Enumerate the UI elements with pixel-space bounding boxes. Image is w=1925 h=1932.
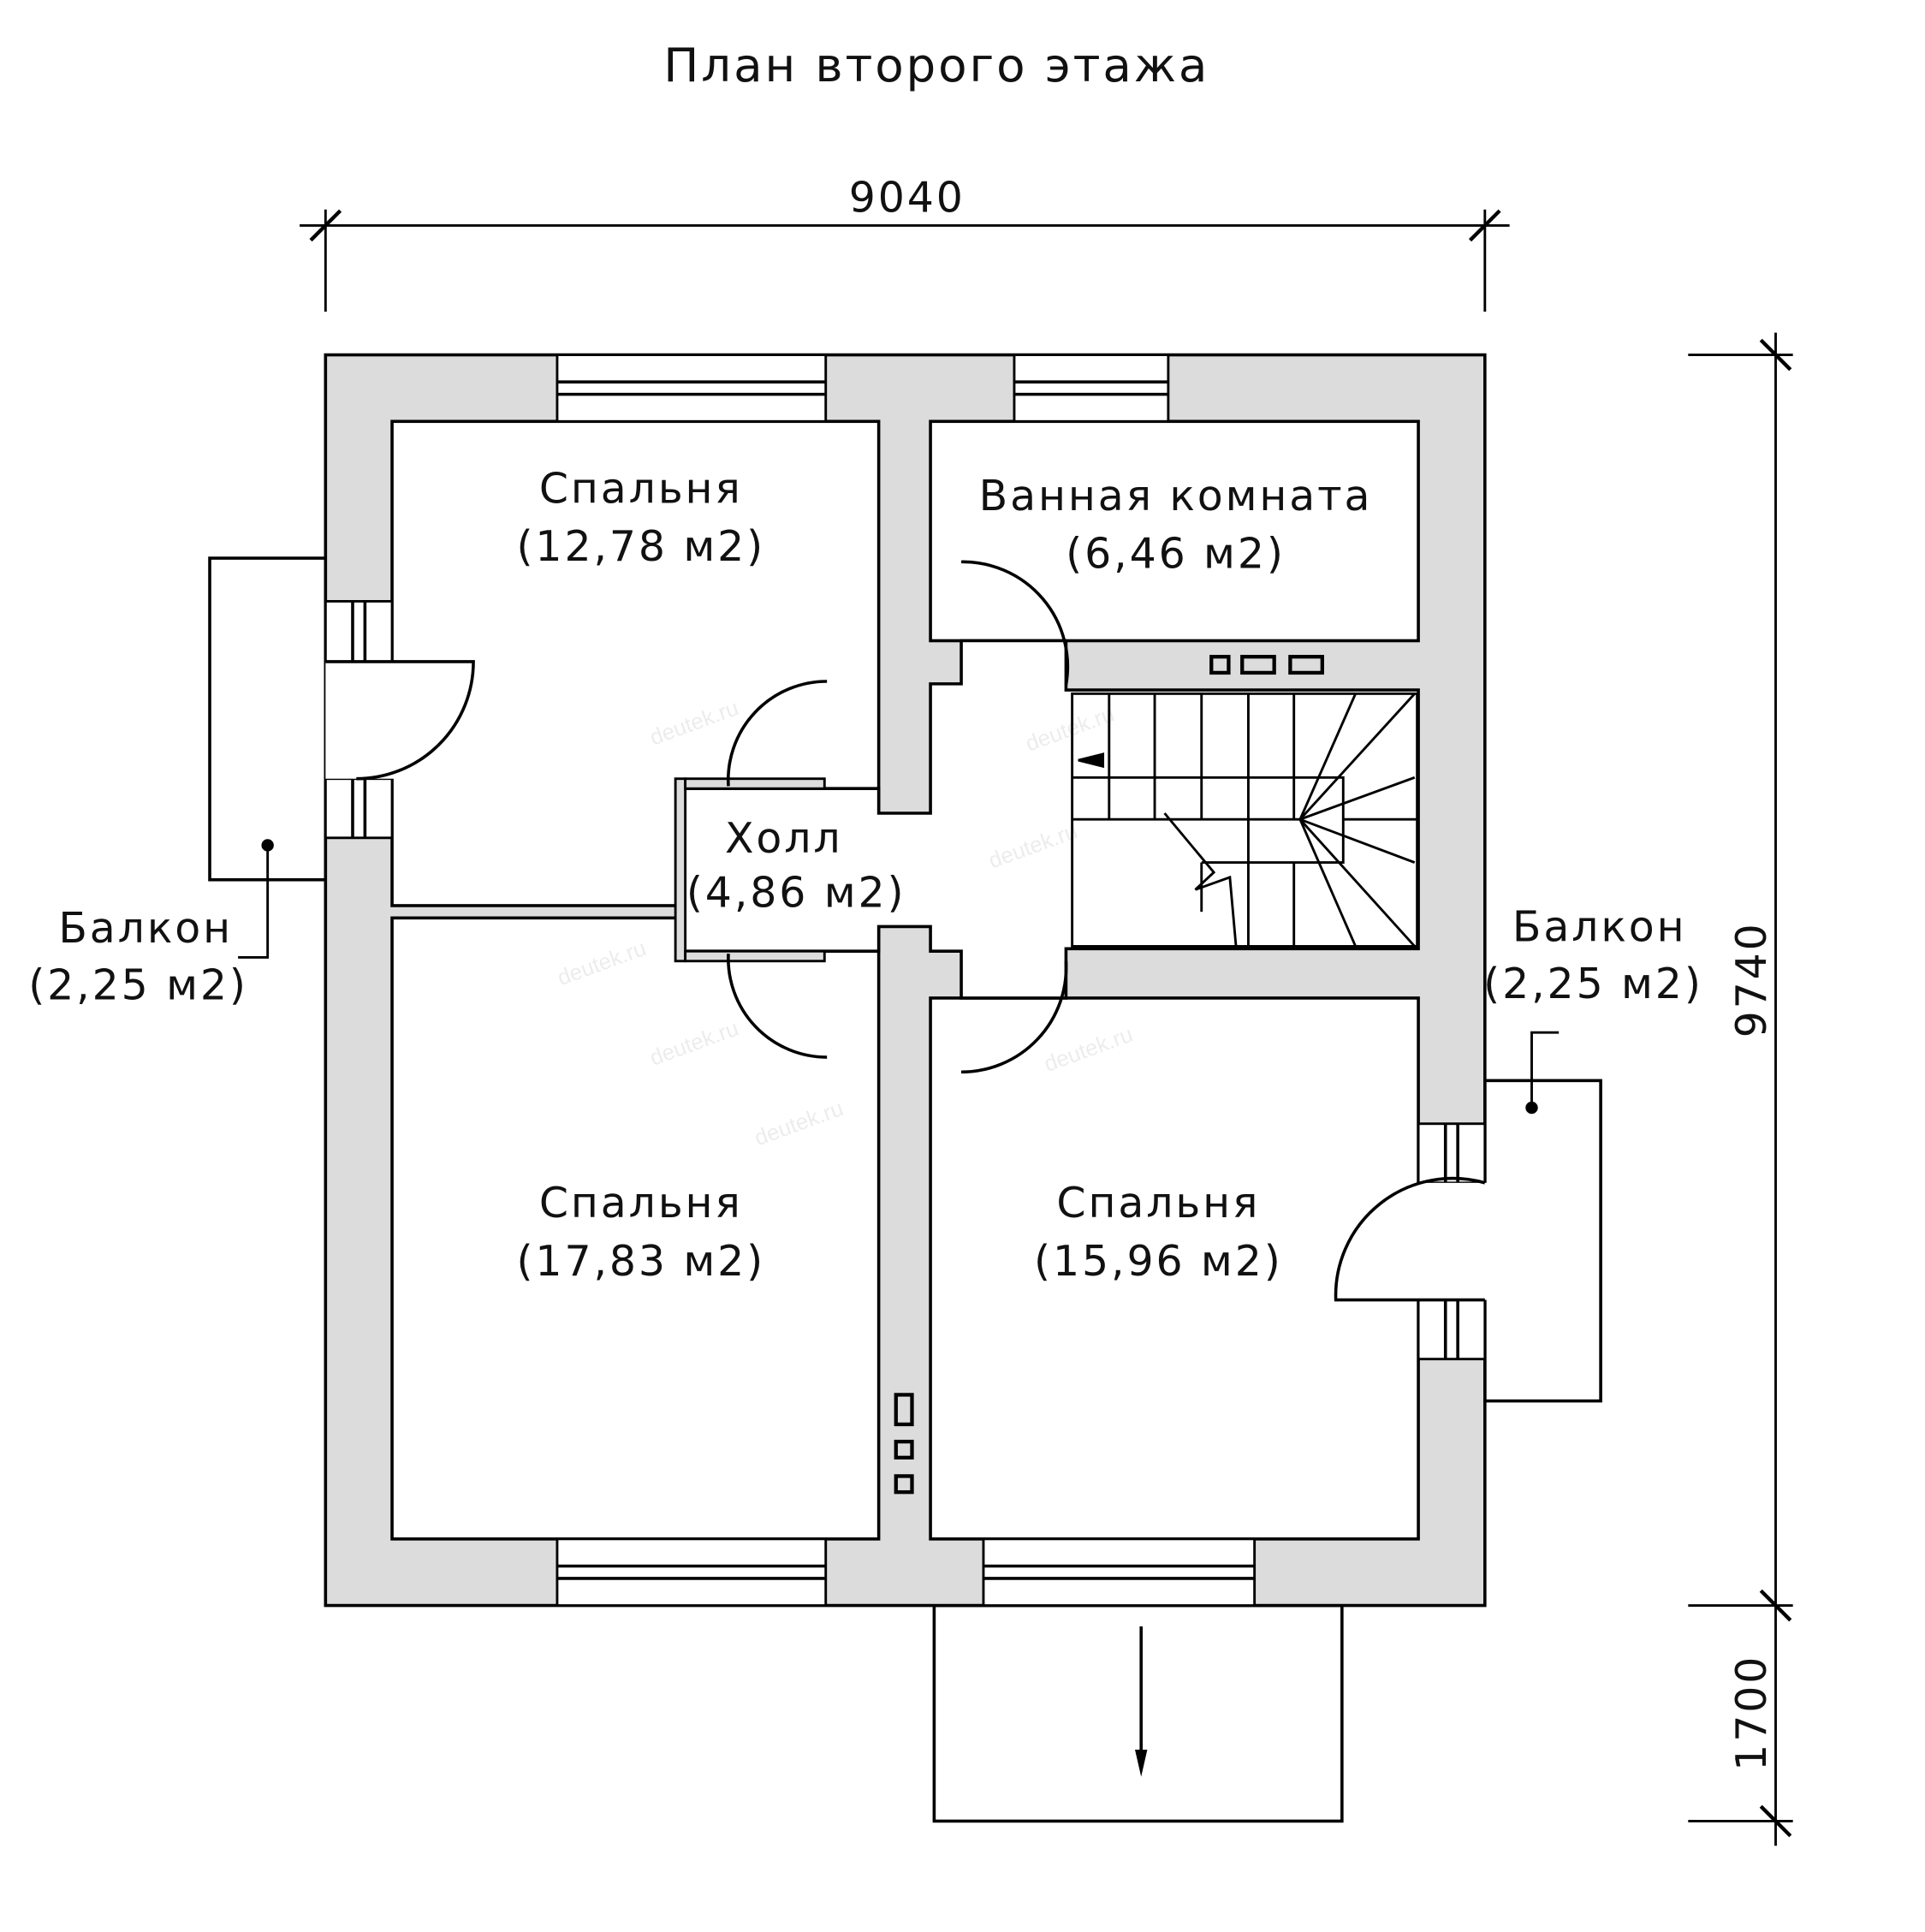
room-area: (12,78 м2)	[516, 522, 765, 571]
windows	[324, 354, 1488, 1607]
balcony-name: Балкон	[1512, 903, 1687, 952]
porch-arrow	[1135, 1626, 1148, 1777]
room-area: (15,96 м2)	[1034, 1237, 1283, 1286]
balcony-leaders	[238, 839, 1560, 1115]
room-name: Ванная комната	[979, 472, 1373, 520]
porch	[932, 1603, 1344, 1823]
room-hall	[674, 639, 1420, 1000]
room-name: Спальня	[1056, 1179, 1260, 1228]
balcony-area: (2,25 м2)	[28, 960, 248, 1009]
balcony-right	[1483, 1079, 1602, 1403]
dimension-porch: 1700	[1727, 1655, 1776, 1771]
room-area: (17,83 м2)	[516, 1237, 765, 1286]
balcony-area: (2,25 м2)	[1483, 960, 1703, 1008]
plan-title: План второго этажа	[663, 38, 1209, 92]
room-name: Холл	[725, 814, 843, 863]
room-bathroom	[929, 419, 1420, 643]
doors	[325, 560, 1486, 1302]
balcony-name: Балкон	[58, 904, 233, 953]
balcony-left	[208, 556, 328, 882]
room-name: Спальня	[539, 1179, 743, 1228]
staircase	[1071, 692, 1419, 948]
dimension-depth: 9740	[1727, 921, 1776, 1037]
ventilation-ducts	[894, 655, 1324, 1495]
dimension-width: 9040	[849, 174, 965, 223]
room-name: Спальня	[539, 464, 743, 513]
dimension-lines	[300, 209, 1793, 1846]
room-bedroom-2	[390, 916, 881, 1541]
room-area: (6,46 м2)	[1066, 530, 1286, 579]
room-area: (4,86 м2)	[686, 868, 906, 917]
